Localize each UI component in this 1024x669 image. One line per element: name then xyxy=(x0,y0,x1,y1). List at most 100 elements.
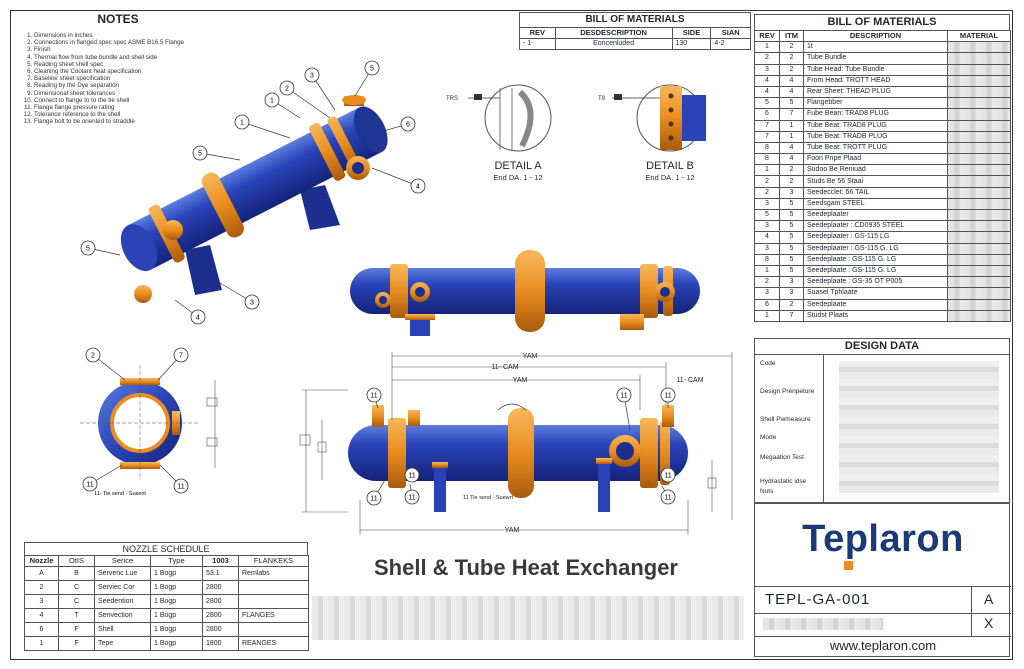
nz-h1: Nozzle xyxy=(24,554,59,568)
iso-callout-balloon: 6 xyxy=(379,116,416,133)
svg-text:11: 11 xyxy=(86,482,93,489)
iso-callout-balloon: 3 xyxy=(304,67,336,111)
bom-item-cell: 5 xyxy=(779,220,804,233)
revision-letter: A xyxy=(984,591,994,607)
bom-small-c1: - 1- xyxy=(519,38,556,51)
bom-small-c4: 4-2 xyxy=(710,38,751,51)
note-item: Baseline sheet specification xyxy=(34,75,218,82)
end-callout-balloon: 2 xyxy=(85,347,126,381)
bom-material-redacted xyxy=(947,208,1011,222)
bom-desc-cell: Seedeplaater : GS-115 LG xyxy=(803,231,948,244)
note-item: Flange bolt to be oriented to straddle xyxy=(34,118,218,125)
bom-material-redacted xyxy=(947,186,1011,199)
svg-text:11: 11 xyxy=(408,473,415,480)
bom-desc-cell: Seedeplaater xyxy=(803,208,948,222)
detail-a: TRS xyxy=(446,84,552,152)
bom-material-redacted xyxy=(947,119,1011,132)
svg-text:5: 5 xyxy=(370,66,374,73)
nozzle-cell: 1800 xyxy=(202,636,239,652)
bom-desc-cell: Seedsgam STEEL xyxy=(803,197,948,211)
iso-callout-balloon: 2 xyxy=(279,80,331,119)
design-row-label: Design Prenpeture xyxy=(760,388,815,395)
notes-list: Dimensions in inchesConnections in flang… xyxy=(18,32,218,126)
dimension-label: 11- CAM xyxy=(676,377,703,384)
bom-small-c2: Eoncenluded xyxy=(554,38,673,51)
rev-divider xyxy=(971,587,972,613)
bom-material-redacted xyxy=(947,220,1011,233)
note-item: Reading by the Dye separation xyxy=(34,82,218,89)
svg-text:11: 11 xyxy=(177,484,184,491)
end-callout-balloon: 11 xyxy=(82,464,123,492)
brand-name: Teplaron xyxy=(802,518,964,560)
side-view-upper xyxy=(350,250,700,336)
bom-material-redacted xyxy=(947,153,1011,166)
svg-text:11: 11 xyxy=(370,393,377,400)
bom-item-cell: 1 xyxy=(779,130,804,143)
note-item: Finish xyxy=(34,46,218,53)
bom-main: BILL OF MATERIALS REV ITM DESCRIPTION MA… xyxy=(754,14,1011,322)
svg-text:11: 11 xyxy=(664,495,671,502)
iso-callout-balloon: 4 xyxy=(174,299,206,325)
end-view xyxy=(80,365,218,480)
note-item: Reading sheet shell spec xyxy=(34,61,218,68)
isometric-view xyxy=(120,95,388,303)
main-title: Shell & Tube Heat Exchanger xyxy=(373,555,678,580)
svg-text:4: 4 xyxy=(196,315,200,322)
bom-material-redacted xyxy=(947,197,1011,211)
brand-logo: Teplaron xyxy=(755,518,1011,561)
nz-h6: FLANKEKS xyxy=(238,554,309,568)
website[interactable]: www.teplaron.com xyxy=(829,638,937,653)
dimension-label: 11- CAM xyxy=(491,364,518,371)
detail-a-sub: End DA. 1 - 12 xyxy=(493,173,543,182)
end-callout-balloon: 7 xyxy=(157,347,189,381)
svg-text:2: 2 xyxy=(285,86,289,93)
bom-material-redacted xyxy=(947,242,1011,255)
front-callout-balloon: 11 xyxy=(660,485,676,505)
nozzle-cell: REANGES xyxy=(238,636,309,652)
svg-text:3: 3 xyxy=(310,73,314,80)
bom-rev-cell: 3 xyxy=(754,197,780,211)
note-item: Connections in flanged spec spec ASME B1… xyxy=(34,39,218,46)
detail-b-sub: End DA. 1 - 12 xyxy=(645,173,695,182)
dimension-label: 11 Tie send - Suewrt xyxy=(463,495,514,501)
front-callout-balloon: 11 xyxy=(660,467,676,483)
bom-small-title: BILL OF MATERIALS xyxy=(519,12,751,27)
design-row-label: Mode xyxy=(760,434,777,441)
nozzle-schedule: NOZZLE SCHEDULE Nozzle OtIS Serice Type … xyxy=(24,542,309,652)
nozzle-title: NOZZLE SCHEDULE xyxy=(24,542,308,555)
bom-item-cell: 5 xyxy=(779,208,804,222)
svg-text:1: 1 xyxy=(240,120,244,127)
bom-material-redacted xyxy=(947,108,1011,121)
bom-material-redacted xyxy=(947,141,1011,155)
front-callout-balloon: 11 xyxy=(366,387,382,409)
svg-text:5: 5 xyxy=(86,246,90,253)
iso-callout-balloon: 5 xyxy=(354,60,380,97)
iso-callout-balloon: 4 xyxy=(371,167,426,194)
front-callout-balloon: 11 xyxy=(366,479,386,506)
bom-small-c3: 130 xyxy=(671,38,712,51)
design-title: DESIGN DATA xyxy=(755,339,1009,355)
rev-divider-2 xyxy=(971,612,972,636)
design-row-label: Shell Pwmeasure xyxy=(760,416,811,423)
bom-main-title: BILL OF MATERIALS xyxy=(754,14,1010,30)
bom-material-redacted xyxy=(947,231,1011,244)
bom-item-cell: 7 xyxy=(779,309,804,322)
notes-title: NOTES xyxy=(97,12,139,26)
